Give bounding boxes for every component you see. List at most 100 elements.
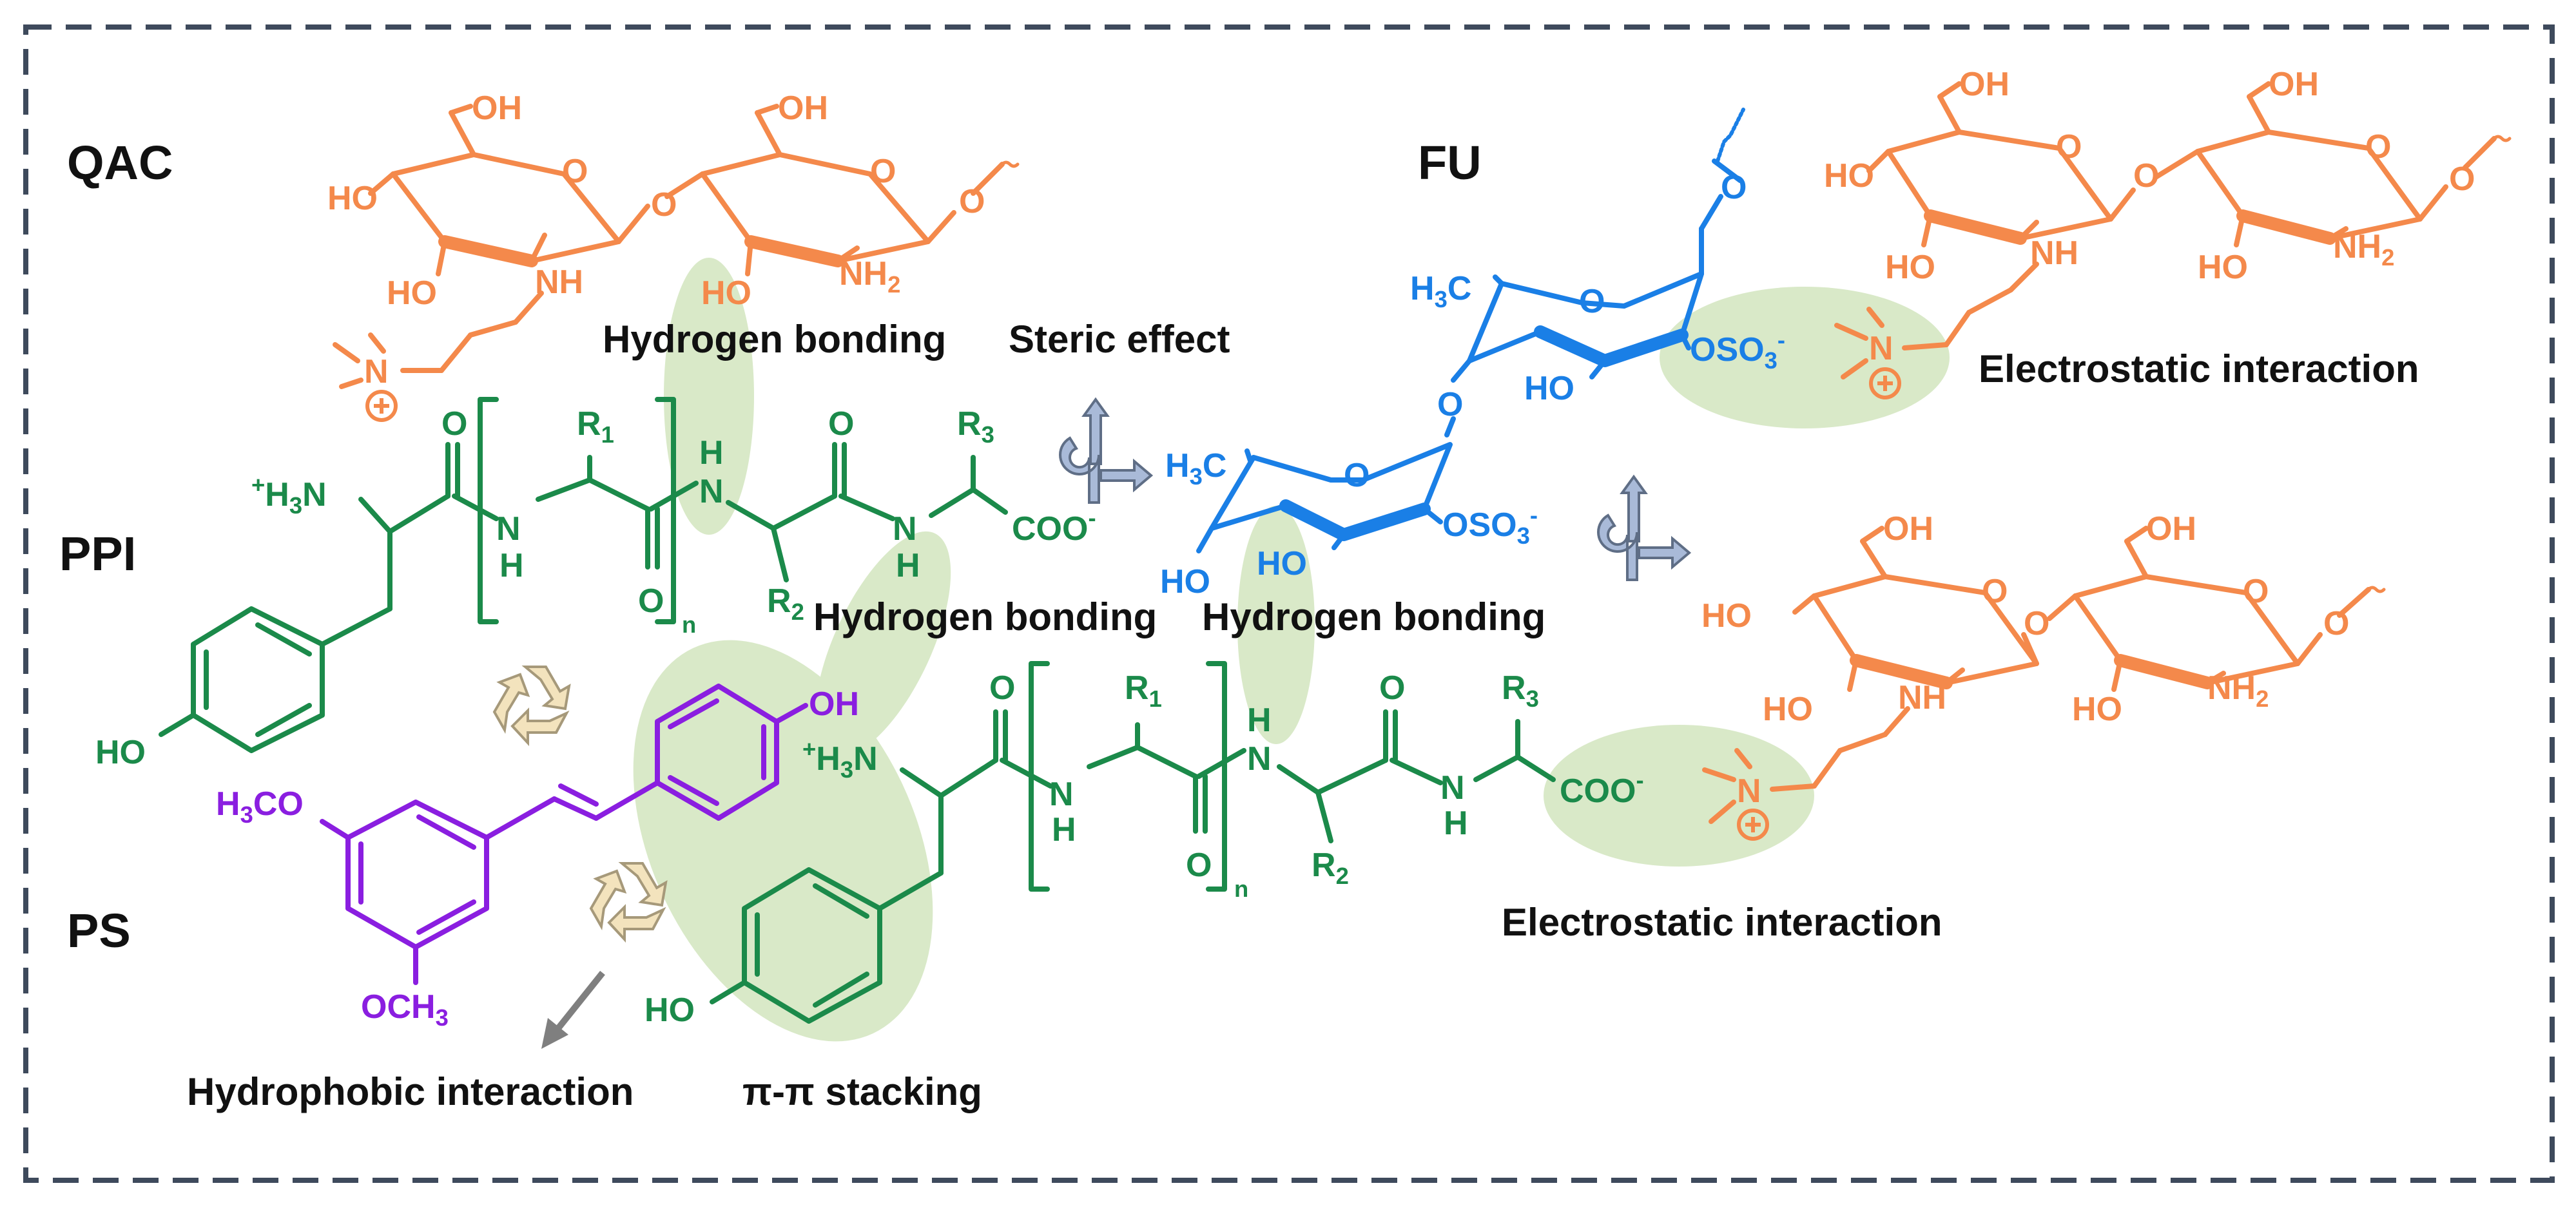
svg-text:H: H — [896, 547, 920, 584]
svg-text:HO: HO — [701, 274, 751, 312]
svg-text:N: N — [699, 473, 724, 510]
qac-right-top-atoms: OH HO O O OH O O HO NH HO NH2 N — [1824, 66, 2475, 367]
svg-text:H3C: H3C — [1165, 447, 1226, 490]
svg-text:O: O — [2133, 157, 2159, 195]
highlight-hbond-1 — [664, 258, 754, 535]
svg-text:O: O — [2243, 573, 2269, 610]
qac-right-bottom-atoms: OH HO O O OH O O HO NH HO NH2 N — [1701, 510, 2349, 810]
svg-text:OH: OH — [1959, 66, 2009, 103]
svg-text:HO: HO — [387, 274, 437, 312]
svg-text:N: N — [1737, 772, 1761, 810]
fu-structure — [1196, 108, 1745, 553]
svg-text:N: N — [364, 353, 389, 390]
svg-text:O: O — [1379, 669, 1405, 707]
svg-text:HO: HO — [1824, 157, 1874, 195]
caption-hbond-3: Hydrogen bonding — [1202, 595, 1545, 638]
caption-pi-pi-stacking: π-π stacking — [742, 1070, 982, 1113]
svg-text:O: O — [441, 405, 467, 443]
svg-text:OCH3: OCH3 — [361, 988, 449, 1031]
qac-top-atoms: OH HO O O OH O O HO NH HO NH2 N — [327, 90, 985, 390]
caption-electrostatic-1: Electrostatic interaction — [1979, 347, 2419, 390]
steric-effect-icon — [1059, 398, 1152, 504]
svg-text:H: H — [1247, 702, 1272, 739]
qac-structure-top — [333, 104, 1020, 389]
ps-structure — [320, 684, 808, 985]
svg-text:NH2: NH2 — [839, 255, 900, 298]
svg-text:O: O — [1186, 847, 1212, 884]
svg-text:HO: HO — [2198, 249, 2248, 286]
svg-text:O: O — [562, 153, 588, 190]
svg-text:O: O — [989, 669, 1015, 707]
svg-text:R1: R1 — [577, 405, 614, 448]
svg-text:O: O — [1344, 457, 1370, 494]
svg-text:O: O — [2323, 605, 2349, 642]
svg-text:O: O — [870, 153, 896, 190]
svg-text:H: H — [1052, 811, 1076, 848]
svg-text:HO: HO — [2072, 691, 2122, 728]
svg-text:O: O — [651, 186, 677, 224]
svg-text:N: N — [496, 510, 521, 548]
svg-text:HO: HO — [644, 992, 695, 1029]
svg-text:H: H — [1444, 805, 1468, 842]
svg-text:O: O — [2449, 160, 2475, 198]
svg-text:O: O — [1437, 386, 1463, 423]
highlight-hbond-3 — [1237, 506, 1315, 744]
steric-effect-icon — [1597, 475, 1690, 581]
svg-text:NH2: NH2 — [2333, 228, 2394, 271]
caption-hydrophobic: Hydrophobic interaction — [187, 1070, 634, 1113]
ppi-structure-top — [159, 397, 1008, 753]
svg-text:N: N — [1247, 740, 1272, 778]
svg-text:+H3N: +H3N — [802, 736, 878, 783]
label-qac: QAC — [67, 136, 173, 189]
svg-text:OSO3-: OSO3- — [1690, 327, 1785, 374]
svg-text:NH: NH — [1898, 679, 1946, 716]
svg-text:R1: R1 — [1125, 669, 1162, 712]
qac-structure-right-bottom — [1702, 526, 2386, 824]
svg-text:H: H — [499, 547, 524, 584]
svg-text:+H3N: +H3N — [251, 472, 327, 519]
label-ps: PS — [67, 904, 131, 957]
svg-text:COO-: COO- — [1012, 504, 1096, 548]
svg-text:N: N — [893, 510, 917, 548]
svg-text:n: n — [682, 611, 696, 638]
interaction-highlights — [633, 258, 1950, 1042]
svg-text:COO-: COO- — [1560, 767, 1644, 810]
svg-text:NH: NH — [535, 264, 583, 301]
svg-text:n: n — [1234, 876, 1248, 902]
caption-hbond-1: Hydrogen bonding — [603, 318, 946, 361]
highlight-pipi — [633, 640, 933, 1042]
svg-text:OH: OH — [778, 90, 828, 127]
ppi-bottom-atoms: +H3N O N H R1 O n H N R2 O N H R3 COO- H… — [644, 669, 1644, 1029]
svg-text:OH: OH — [1883, 510, 1933, 548]
fu-atoms: H3C O O OSO3- HO O H3C O OSO3- HO HO — [1160, 169, 1785, 600]
svg-text:OH: OH — [2269, 66, 2319, 103]
caption-hbond-2: Hydrogen bonding — [813, 595, 1157, 638]
svg-text:OSO3-: OSO3- — [1442, 502, 1538, 549]
label-fu: FU — [1418, 136, 1482, 189]
svg-text:R3: R3 — [957, 405, 994, 448]
svg-text:O: O — [1579, 283, 1605, 320]
ppi-top-atoms: +H3N O N H R1 O n H N R2 O N H R3 COO- H… — [95, 405, 1096, 771]
svg-text:HO: HO — [1885, 249, 1935, 286]
recycle-icon — [493, 666, 570, 744]
svg-text:OH: OH — [809, 685, 859, 723]
svg-text:HO: HO — [1524, 370, 1574, 407]
svg-text:R3: R3 — [1502, 669, 1539, 712]
qac-structure-right-top — [1834, 81, 2512, 379]
svg-text:NH2: NH2 — [2207, 669, 2269, 712]
svg-text:R2: R2 — [767, 582, 804, 625]
caption-electrostatic-2: Electrostatic interaction — [1502, 901, 1942, 944]
ps-atoms: H3CO OCH3 OH — [216, 685, 859, 1031]
svg-text:N: N — [1440, 769, 1465, 807]
svg-text:OH: OH — [2146, 510, 2196, 548]
svg-text:HO: HO — [1160, 563, 1210, 600]
ppi-structure-bottom — [710, 661, 1556, 1024]
svg-text:O: O — [638, 582, 664, 620]
svg-text:N: N — [1049, 776, 1074, 813]
svg-text:R2: R2 — [1312, 847, 1349, 889]
highlight-hbond-2 — [815, 531, 951, 758]
svg-text:O: O — [2024, 605, 2049, 642]
svg-text:HO: HO — [327, 180, 378, 217]
